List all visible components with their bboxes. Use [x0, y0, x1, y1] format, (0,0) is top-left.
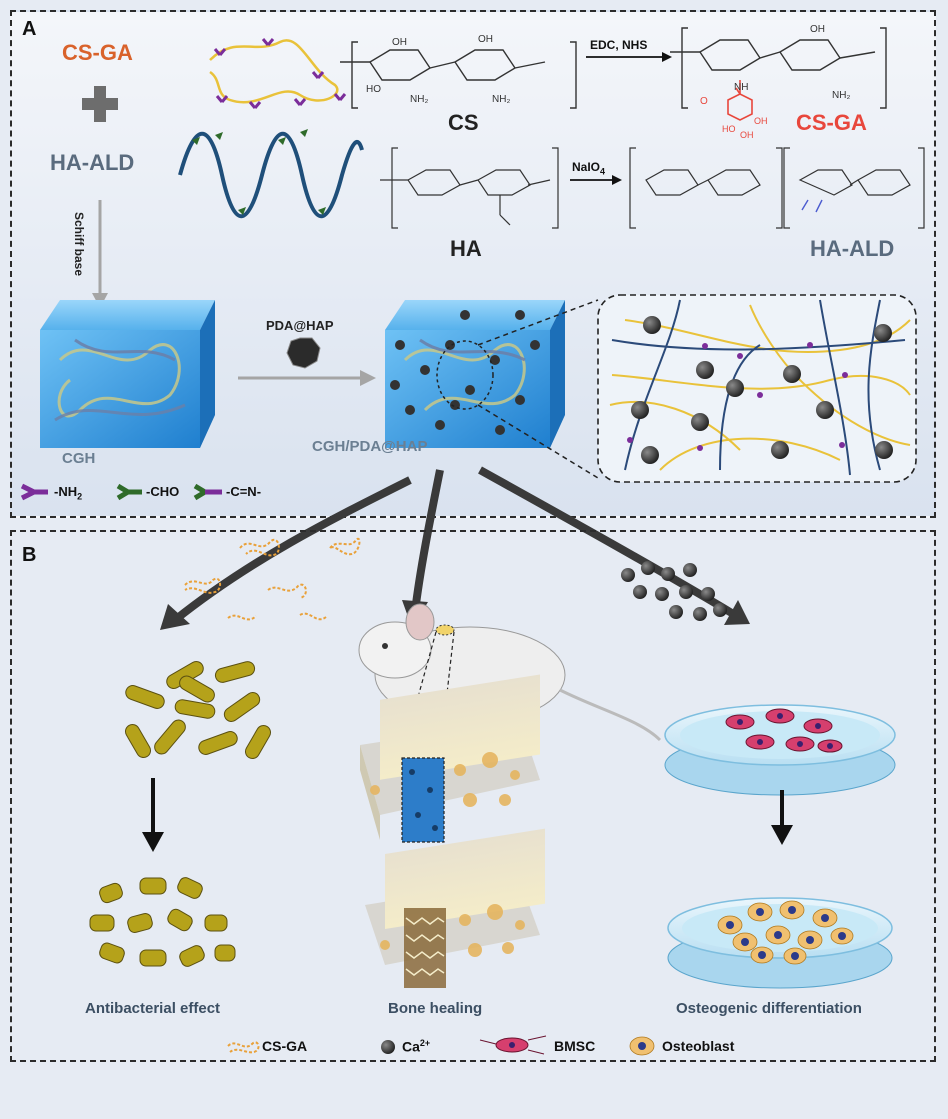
panel-a-letter: A [22, 18, 37, 40]
cs-ga-nh2-label: NH₂ [832, 90, 850, 101]
cs-ga-structure [670, 27, 887, 109]
legend-cn-text: -C=N- [226, 484, 262, 499]
cs-ga-title: CS-GA [62, 40, 133, 65]
reaction-arrow-1 [586, 52, 672, 62]
cs-nh2-label: NH₂ [410, 94, 428, 105]
reaction-arrow-2 [570, 175, 622, 185]
ga-oh-label: OH [754, 116, 768, 126]
bone-healing-label: Bone healing [388, 1000, 483, 1017]
legend-cn-icon [193, 483, 222, 501]
legend-bmsc-text: BMSC [554, 1038, 596, 1054]
reaction-edc-nhs: EDC, NHS [590, 38, 648, 52]
cs-structure [340, 41, 577, 109]
schiff-base-arrow [92, 200, 108, 308]
cs-ga-nh-label: NH [734, 82, 748, 93]
aldehyde-groups [801, 199, 823, 213]
plus-icon [82, 86, 118, 122]
cgh-label: CGH [62, 450, 96, 467]
legend-bmsc-icon [479, 1035, 547, 1055]
legend-ca-text: Ca2+ [402, 1038, 430, 1055]
legend-ca-main: Ca [402, 1038, 420, 1055]
gallic-acid-group [727, 80, 753, 121]
cgh-pda-hap-label: CGH/PDA@HAP [312, 438, 428, 455]
cs-ga-product-label: CS-GA [796, 110, 867, 135]
antibacterial-label: Antibacterial effect [85, 1000, 221, 1017]
legend-nh2-main: -NH [54, 484, 78, 499]
legend-ca-sup: 2+ [419, 1038, 431, 1048]
legend-cho-icon [116, 483, 142, 501]
cs-nh2-label-2: NH₂ [492, 94, 510, 105]
cs-ga-chains [184, 537, 361, 621]
naio-subscript: 4 [600, 166, 606, 177]
ha-ald-title: HA-ALD [50, 150, 135, 175]
bacteria-cluster [125, 661, 271, 760]
cs-ga-chain-icon [209, 38, 347, 109]
ha-ald-structure [629, 147, 925, 229]
legend-ca-icon [381, 1040, 395, 1054]
add-pda-hap-arrow [238, 370, 376, 386]
petri-dish-bmsc [664, 704, 896, 796]
pda-hap-particle-icon [286, 337, 321, 369]
legend-nh2-sub: 2 [77, 491, 83, 502]
zoom-lines [477, 299, 599, 479]
cs-oh-label: OH [392, 37, 407, 48]
ha-ald-wave-icon [178, 129, 364, 219]
cs-ho-label: HO [366, 84, 381, 95]
schiff-base-label: Schiff base [72, 212, 86, 277]
legend-cs-ga-text: CS-GA [262, 1038, 308, 1054]
petri-dish-osteoblast [667, 897, 893, 989]
reaction-naio4: NaIO4 [572, 160, 605, 176]
bone-defect-block [360, 674, 540, 843]
panel-b-frame [10, 530, 936, 1062]
ga-o-label: O [700, 96, 708, 107]
down-arrow-left [142, 778, 164, 852]
ha-ald-product-label: HA-ALD [810, 236, 895, 261]
panel-b-letter: B [22, 544, 37, 566]
pda-hap-label: PDA@HAP [266, 318, 334, 333]
ha-structure [380, 147, 559, 229]
cs-label: CS [448, 110, 479, 135]
healed-bone-block [365, 828, 545, 988]
network-zoom-box [597, 294, 917, 483]
cgh-pda-hap-block [385, 300, 565, 448]
ha-label: HA [450, 236, 482, 261]
ga-ho-label: HO [722, 124, 736, 134]
legend-cs-ga-icon [227, 1041, 260, 1054]
cs-ga-oh-label: OH [810, 24, 825, 35]
legend-osteoblast-text: Osteoblast [662, 1038, 735, 1054]
legend-cho-text: -CHO [146, 484, 180, 499]
ga-oh-label-2: OH [740, 130, 754, 140]
naio-text: NaIO [572, 160, 601, 174]
cs-oh-label-2: OH [478, 34, 493, 45]
arrow-to-antibacterial [160, 476, 412, 630]
legend-nh2-text: -NH2 [54, 484, 82, 502]
legend-osteoblast-icon [629, 1036, 655, 1056]
ca-ions [621, 561, 727, 621]
legend-nh2-icon [20, 483, 48, 501]
broken-bacteria [89, 877, 236, 967]
down-arrow-right [771, 790, 793, 845]
osteogenic-label: Osteogenic differentiation [676, 1000, 862, 1017]
cgh-hydrogel-block [40, 300, 215, 448]
